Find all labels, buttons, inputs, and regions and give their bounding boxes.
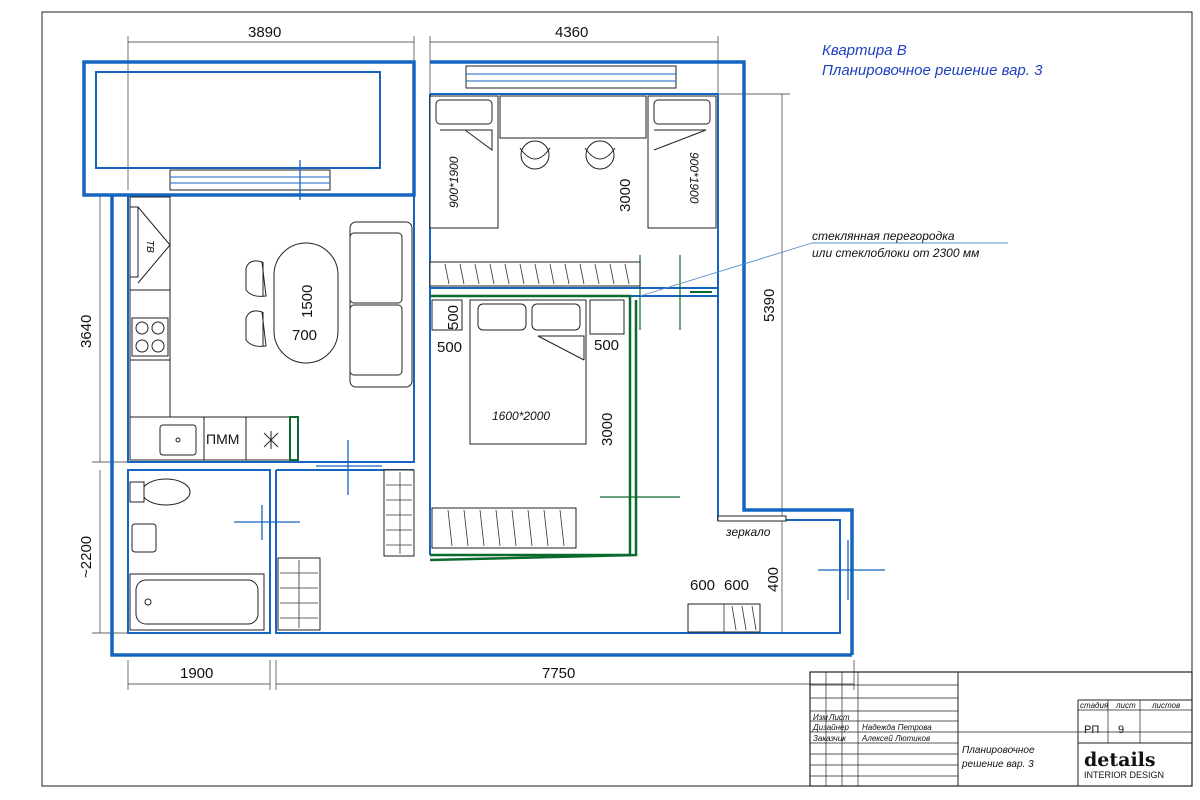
glass-note-leader — [639, 242, 813, 297]
tb-h-sheet: лист — [1115, 701, 1136, 710]
tb-sheet-title-2: решение вар. 3 — [961, 759, 1034, 770]
tb-designer-name: Надежда Петрова — [862, 723, 932, 732]
wardrobe-d: 400 — [765, 567, 782, 592]
wardrobe-w1: 600 — [690, 577, 715, 594]
bathroom — [129, 478, 265, 631]
tb-stage: РП — [1084, 724, 1099, 736]
sheet-frame — [41, 11, 1193, 787]
tb-col-list: Лист — [828, 713, 850, 722]
wardrobe-w2: 600 — [724, 577, 749, 594]
tb-designer-role: Дизайнер — [812, 723, 849, 732]
night-left-a: 500 — [445, 305, 462, 330]
kids-room — [429, 95, 717, 287]
kitchen — [129, 196, 299, 461]
dim-right: 5390 — [761, 289, 778, 322]
night-left-b: 500 — [437, 339, 462, 356]
master-bedroom — [431, 299, 625, 549]
tb-h-sheets: листов — [1151, 701, 1180, 710]
bed-single-left-label: 900*1900 — [447, 156, 461, 208]
plan-title-line2: Планировочное решение вар. 3 — [822, 62, 1043, 79]
glass-note-line2: или стеклоблоки от 2300 мм — [812, 246, 979, 260]
glass-partition — [429, 255, 712, 562]
bedroom-depth-label: 3000 — [599, 413, 616, 446]
mirror — [717, 515, 787, 522]
title-block — [809, 671, 1193, 787]
logo-details: details — [1084, 749, 1156, 771]
bed-double-label: 1600*2000 — [492, 409, 550, 423]
windows — [169, 65, 677, 191]
tb-sheet-title-1: Планировочное — [962, 745, 1035, 756]
bed-single-right-label: 900*1900 — [687, 152, 701, 204]
glass-note-line1: стеклянная перегородка — [812, 229, 955, 243]
tb-h-stage: стадия — [1080, 701, 1109, 710]
dim-top-right: 4360 — [555, 24, 588, 41]
table-height-label: 1500 — [299, 285, 316, 318]
dishwasher-label: ПММ — [206, 431, 239, 447]
table-width-label: 700 — [292, 327, 317, 344]
dim-top-left: 3890 — [248, 24, 281, 41]
dim-left-lower: ~2200 — [78, 536, 95, 578]
kids-room-depth-label: 3000 — [617, 179, 634, 212]
tb-client-role: Заказчик — [813, 734, 847, 743]
tb-sheet-no: 9 — [1118, 724, 1124, 736]
tb-client-name: Алексей Лютиков — [861, 734, 930, 743]
dim-bottom-right: 7750 — [542, 665, 575, 682]
dim-bottom-left: 1900 — [180, 665, 213, 682]
dim-left-upper: 3640 — [78, 315, 95, 348]
door-marks — [234, 160, 885, 600]
mirror-label: зеркало — [725, 525, 771, 539]
hall-storage — [277, 469, 761, 633]
tb-col-izm: Изм — [813, 713, 828, 722]
tv-label: ТВ — [144, 240, 155, 253]
sofa — [349, 221, 413, 388]
logo-sub: INTERIOR DESIGN — [1084, 770, 1164, 780]
night-right: 500 — [594, 337, 619, 354]
dining-set — [245, 242, 339, 364]
plan-title-line1: Квартира В — [822, 42, 907, 59]
dimension-lines — [92, 36, 855, 690]
